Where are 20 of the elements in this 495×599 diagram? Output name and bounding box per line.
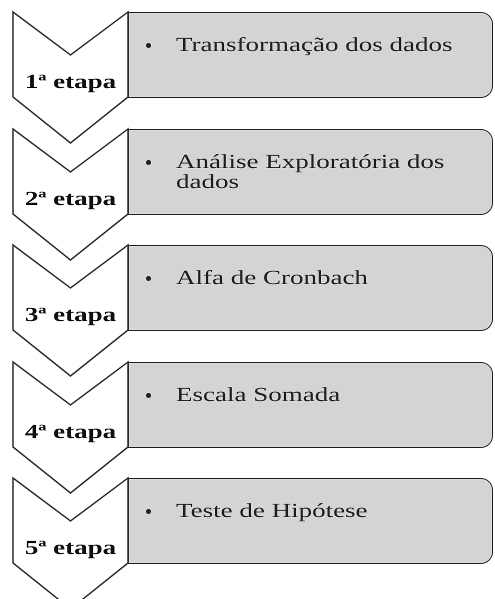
step-label: 5ª etapa (24, 537, 118, 559)
chevron-step (13, 245, 128, 376)
step-box (128, 12, 493, 98)
chevron-step (13, 362, 128, 492)
step-box (128, 362, 493, 448)
step-text: Teste de Hipótese (176, 501, 369, 521)
step-box (128, 478, 493, 564)
chevron-step (13, 12, 128, 143)
step-text: Transformação dos dados (176, 35, 454, 55)
step-label: 1ª etapa (24, 71, 118, 93)
step-box (128, 128, 493, 214)
chevron-step (13, 478, 128, 599)
step-text: Escala Somada (176, 384, 342, 404)
step-text: Análise Exploratória dos dados (176, 152, 446, 192)
step-label: 3ª etapa (24, 304, 118, 326)
step-text: Alfa de Cronbach (176, 268, 369, 288)
chevron-step (13, 128, 128, 260)
step-box (128, 245, 493, 331)
step-label: 4ª etapa (24, 420, 118, 442)
step-label: 2ª etapa (24, 188, 118, 210)
